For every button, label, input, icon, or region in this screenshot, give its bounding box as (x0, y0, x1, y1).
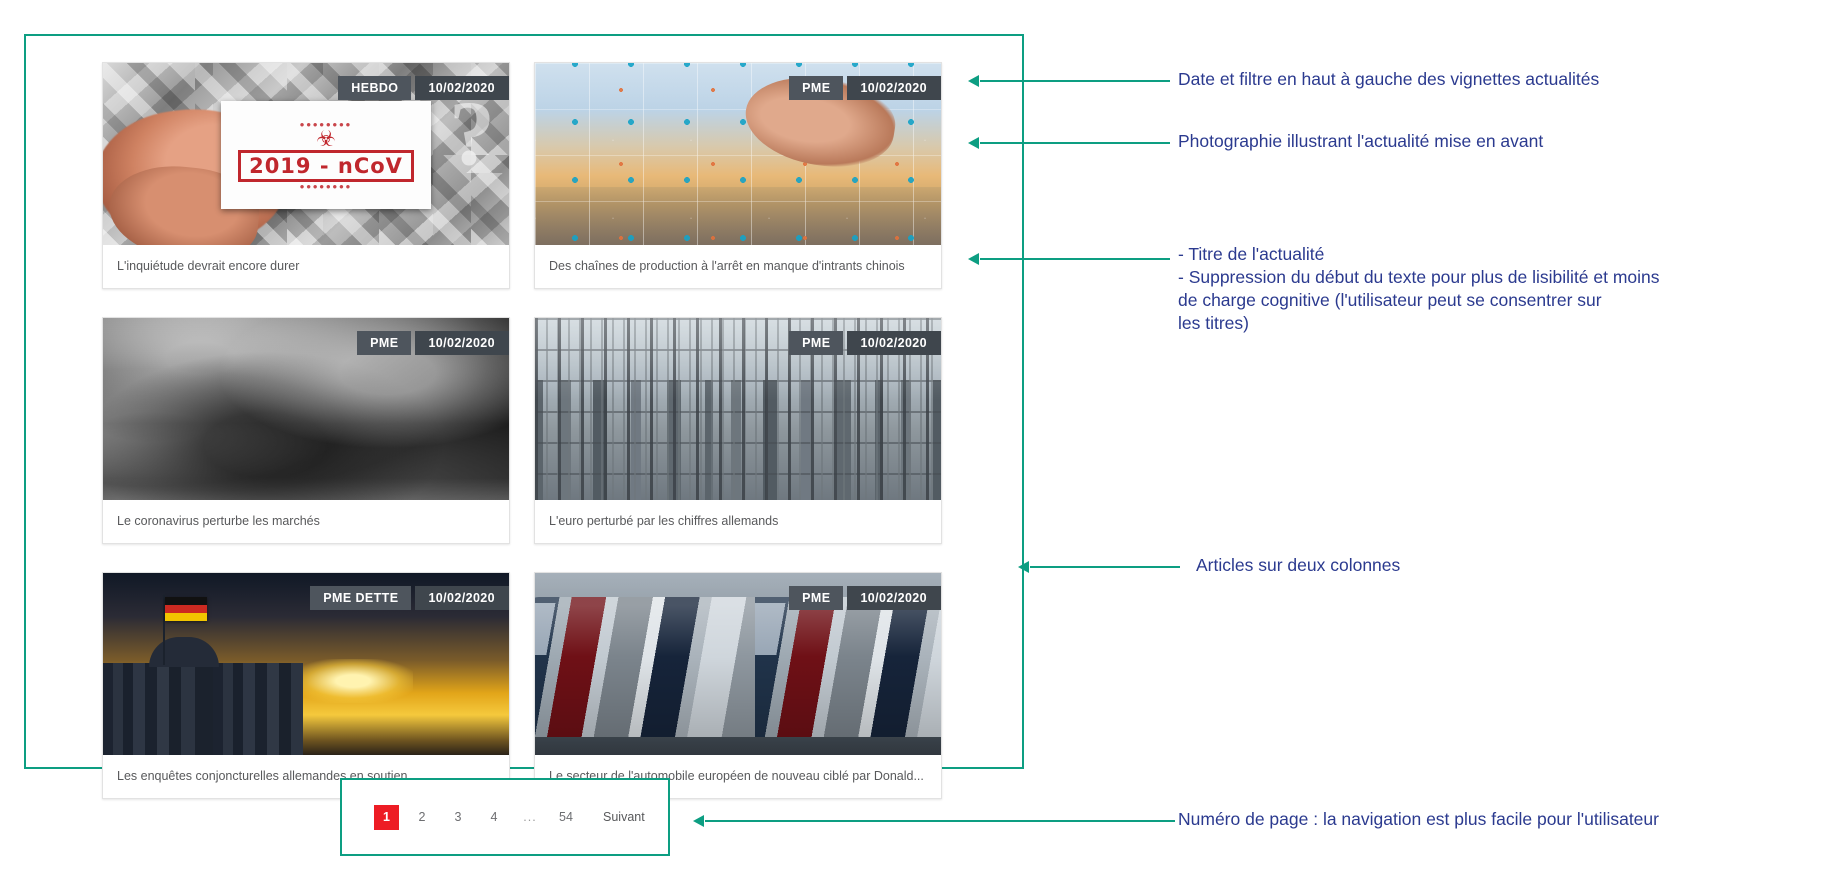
arrow-head-date-filtre (968, 75, 979, 87)
stamp-arc-top: •••••••• (299, 116, 353, 132)
pagination-ellipsis: ... (523, 810, 537, 824)
pagination-page-1[interactable]: 1 (374, 804, 399, 830)
news-card-thumbnail[interactable]: PME 10/02/2020 (535, 573, 941, 755)
news-card[interactable]: PME 10/02/2020 L'euro perturbé par les c… (534, 317, 942, 544)
arrow-head-photographie (968, 137, 979, 149)
arrow-head-titre (968, 253, 979, 265)
stamp-label: 2019 - nCoV (238, 149, 414, 182)
pagination-frame: 1 2 3 4 ... 54 Suivant (340, 778, 670, 856)
news-card[interactable]: ? •••••••• ☣ 2019 - nCoV •••••••• (102, 62, 510, 289)
arrow-head-pagination (693, 815, 704, 827)
date-badge: 10/02/2020 (415, 76, 509, 100)
news-card-title[interactable]: L'inquiétude devrait encore durer (103, 245, 509, 288)
date-badge: 10/02/2020 (415, 586, 509, 610)
leader-line-date-filtre (980, 80, 1170, 82)
arrow-head-colonnes (1018, 561, 1029, 573)
reichstag-building (103, 637, 303, 755)
news-card[interactable]: PME 10/02/2020 Le coronavirus perturbe l… (102, 317, 510, 544)
stamp-arc-bottom: •••••••• (299, 178, 353, 194)
card-badges: PME DETTE 10/02/2020 (310, 586, 509, 610)
news-card[interactable]: PME 10/02/2020 Des chaînes de production… (534, 62, 942, 289)
leader-line-colonnes (1030, 566, 1180, 568)
thumbnail-image-storm (103, 318, 509, 500)
card-badges: PME 10/02/2020 (789, 586, 941, 610)
pagination-next-button[interactable]: Suivant (603, 810, 645, 824)
filter-badge[interactable]: PME (789, 76, 844, 100)
date-badge: 10/02/2020 (847, 586, 941, 610)
news-card-thumbnail[interactable]: PME 10/02/2020 (535, 63, 941, 245)
leader-line-pagination (705, 820, 1175, 822)
sunset-glow (293, 659, 413, 703)
news-card[interactable]: PME 10/02/2020 Le secteur de l'automobil… (534, 572, 942, 799)
pagination-page-54[interactable]: 54 (559, 810, 573, 824)
pagination-page-3[interactable]: 3 (454, 810, 462, 824)
flag-pole (163, 595, 165, 665)
date-badge: 10/02/2020 (847, 76, 941, 100)
filter-badge[interactable]: PME (789, 586, 844, 610)
news-panel-frame: ? •••••••• ☣ 2019 - nCoV •••••••• (24, 34, 1024, 799)
filter-badge[interactable]: PME DETTE (310, 586, 412, 610)
car-windshields (535, 603, 941, 655)
news-card-title[interactable]: Le coronavirus perturbe les marchés (103, 500, 509, 543)
news-card-thumbnail[interactable]: PME DETTE 10/02/2020 (103, 573, 509, 755)
leader-line-titre (980, 258, 1170, 260)
card-badges: PME 10/02/2020 (789, 331, 941, 355)
question-mark-decoration: ? (449, 82, 495, 184)
pagination-page-2[interactable]: 2 (418, 810, 426, 824)
news-card-title[interactable]: Des chaînes de production à l'arrêt en m… (535, 245, 941, 288)
date-badge: 10/02/2020 (415, 331, 509, 355)
news-card[interactable]: PME DETTE 10/02/2020 Les enquêtes conjon… (102, 572, 510, 799)
annotation-colonnes: Articles sur deux colonnes (1196, 555, 1401, 575)
card-badges: PME 10/02/2020 (357, 331, 509, 355)
filter-badge[interactable]: PME (357, 331, 412, 355)
news-card-title[interactable]: L'euro perturbé par les chiffres alleman… (535, 500, 941, 543)
date-badge: 10/02/2020 (847, 331, 941, 355)
german-flag-icon (165, 597, 207, 621)
annotation-pagination: Numéro de page : la navigation est plus … (1178, 809, 1659, 829)
ncov-stamp-card: •••••••• ☣ 2019 - nCoV •••••••• (221, 101, 431, 209)
news-card-thumbnail[interactable]: PME 10/02/2020 (103, 318, 509, 500)
news-card-thumbnail[interactable]: ? •••••••• ☣ 2019 - nCoV •••••••• (103, 63, 509, 245)
card-badges: PME 10/02/2020 (789, 76, 941, 100)
pagination-page-4[interactable]: 4 (490, 810, 498, 824)
filter-badge[interactable]: PME (789, 331, 844, 355)
card-badges: HEBDO 10/02/2020 (338, 76, 509, 100)
annotation-photographie: Photographie illustrant l'actualité mise… (1178, 131, 1544, 151)
filter-badge[interactable]: HEBDO (338, 76, 412, 100)
news-cards-grid: ? •••••••• ☣ 2019 - nCoV •••••••• (102, 62, 942, 799)
biohazard-icon: ☣ (316, 125, 336, 151)
annotation-date-filtre: Date et filtre en haut à gauche des vign… (1178, 69, 1600, 89)
pagination: 1 2 3 4 ... 54 Suivant (342, 804, 645, 830)
annotation-titre: - Titre de l'actualité - Suppression du … (1178, 244, 1660, 333)
news-card-thumbnail[interactable]: PME 10/02/2020 (535, 318, 941, 500)
leader-line-photographie (980, 142, 1170, 144)
